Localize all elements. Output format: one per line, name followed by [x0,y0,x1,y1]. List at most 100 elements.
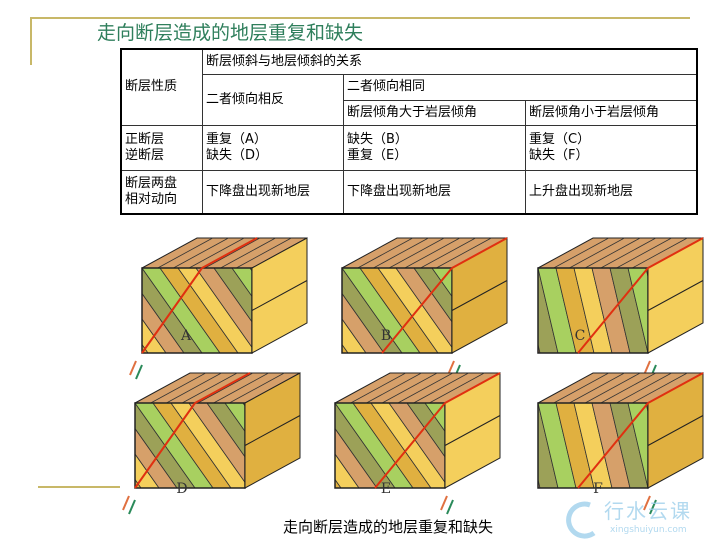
layer-line [584,237,641,269]
cell: 下降盘出现新地层 [343,169,526,215]
fault-line [577,267,649,354]
fault-line [194,372,251,404]
cell: 重复（A）缺失（D） [202,124,344,171]
rock-layer [206,403,245,458]
rock-layer [159,268,239,353]
cell-text: 缺失（D） [206,147,269,163]
table-row: 正断层逆断层 重复（A）缺失（D） 缺失（B）重复（E） 重复（C）缺失（F） [120,124,698,171]
layer-line [616,237,672,269]
layer-line [444,415,501,446]
rock-layer [555,403,595,488]
fault-line [451,237,508,269]
rock-layer [591,268,631,353]
page-title: 走向断层造成的地层重复和缺失 [97,22,364,44]
rock-layer [573,268,613,353]
rock-layer [213,268,252,323]
watermark-logo-icon [566,501,596,539]
rock-layer [359,268,439,353]
motion-arrow-icon [440,495,448,511]
rock-layer [627,403,648,488]
rock-layer [388,403,445,484]
layer-line [420,237,476,269]
cell: 下降盘出现新地层 [202,169,344,215]
fault-line [444,372,501,404]
rock-layer [538,342,541,353]
layer-line [632,372,688,404]
fault-line [201,237,258,269]
watermark-name: 行水云课 [604,499,692,523]
diagram-label: C [575,328,586,344]
cell-text: 缺失（F） [529,147,589,163]
diagram-label: D [176,481,187,497]
rock-layer [224,403,245,433]
header-smaller: 断层倾角小于岩层倾角 [525,99,698,126]
motion-arrow-icon [129,360,137,376]
layer-line [251,280,308,311]
rock-layer [573,403,613,488]
layer-line [381,372,438,404]
layer-line [600,237,657,269]
figure-caption: 走向断层造成的地层重复和缺失 [283,518,494,536]
rock-layer [555,268,595,353]
left-rule [30,17,32,65]
fault-line [577,402,649,489]
fault-line [374,402,446,489]
rock-layer [627,268,648,353]
block-front-face [342,268,452,353]
motion-arrow-icon [135,364,143,380]
motion-arrow-icon [649,499,657,515]
bottom-rule [38,486,120,488]
layer-line [632,237,688,269]
cell-text: 重复（A） [206,131,267,147]
cell-text: 重复（E） [347,147,408,163]
cell: 重复（C）缺失（F） [525,124,698,171]
rock-layer [188,403,245,484]
layer-line [166,372,222,404]
layer-line [350,372,406,404]
cell-text: 重复（C） [529,131,591,147]
layer-line [429,372,485,404]
watermark: 行水云课 xingshuiyun.com [560,500,720,540]
rock-layer [538,403,577,488]
rock-layer [538,477,541,488]
fault-line [141,267,203,354]
layer-line [388,237,445,269]
row-label: 断层两盘相对动向 [120,169,203,215]
diagram-label: A [180,328,192,344]
layer-line [569,237,625,269]
header-nature: 断层性质 [120,48,203,126]
block-front-face [538,268,648,353]
layer-line [553,237,609,269]
layer-line [204,237,261,269]
block-front-face [538,403,648,488]
rock-layer [170,403,245,488]
label-normal: 正断层 [125,131,165,147]
layer-line [181,372,238,404]
layer-line [647,280,704,311]
layer-line [366,372,422,404]
layer-line [236,237,292,269]
rock-layer [142,343,149,353]
fault-line [381,267,453,354]
rock-layer [377,268,452,353]
layer-line [616,372,672,404]
rock-layer [609,268,648,353]
rock-layer [370,403,445,488]
layer-line [197,372,254,404]
watermark-url: xingshuiyun.com [610,525,687,535]
motion-arrow-icon [643,495,651,511]
rock-layer [152,403,232,488]
rock-layer [395,268,452,349]
block-front-face [335,403,445,488]
layer-line [173,237,229,269]
fault-table: 断层性质 断层倾斜与地层倾斜的关系 二者倾向相反 二者倾向相同 断层倾角大于岩层… [120,48,698,215]
cell: 上升盘出现新地层 [525,169,698,215]
layer-line [188,237,245,269]
layer-line [584,372,641,404]
layer-line [436,237,492,269]
cell-text: 断层两盘 [125,175,178,191]
layer-line [397,372,454,404]
layer-line [373,237,429,269]
layer-line [404,237,461,269]
